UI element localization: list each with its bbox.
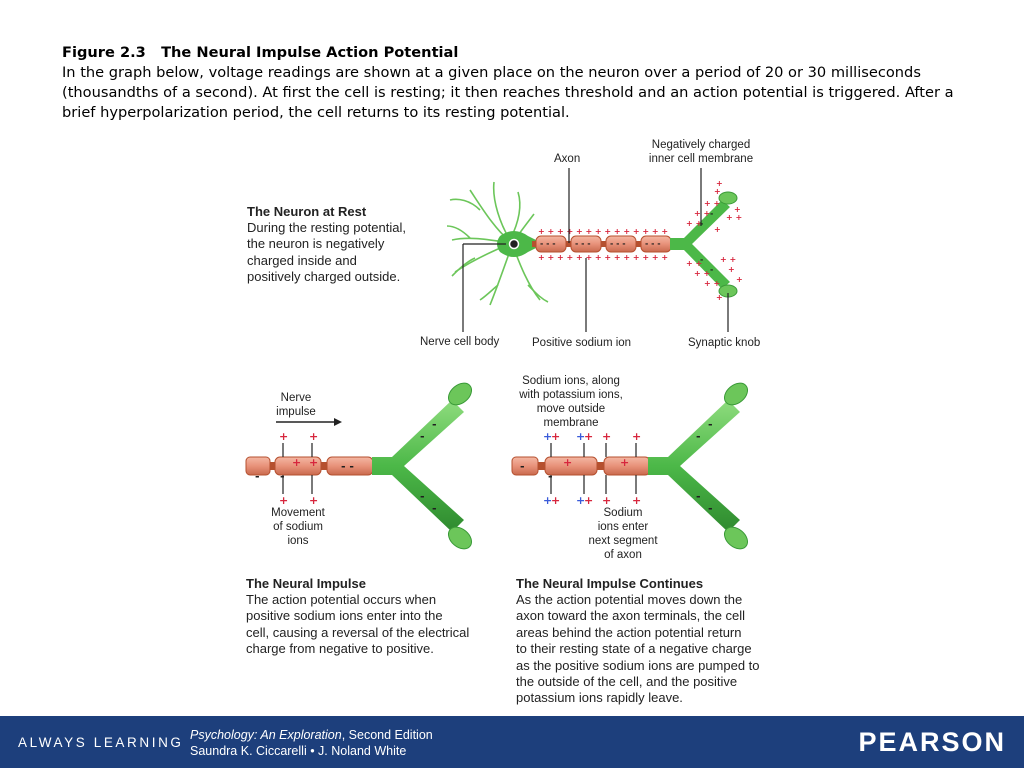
sodium-outside-label: Sodium ions, along with potassium ions, … <box>519 375 623 429</box>
impulse-continues-diagram: ++++ ++++ ++++ ++ ---- -- <box>511 382 749 550</box>
footer-bar: ALWAYS LEARNING Psychology: An Explorati… <box>0 716 1024 768</box>
svg-text:-: - <box>700 219 703 228</box>
impulse-panel-title: The Neural Impulse <box>246 576 366 591</box>
synaptic-knob-label: Synaptic knob <box>688 337 761 349</box>
svg-text:-: - <box>548 470 553 483</box>
svg-text:+: + <box>728 265 735 274</box>
svg-text:-: - <box>280 470 285 483</box>
sodium-ion-label: Positive sodium ion <box>532 337 632 349</box>
svg-text:+: + <box>714 187 721 196</box>
svg-text:+: + <box>716 293 723 302</box>
svg-text:-: - <box>696 430 701 443</box>
svg-text:+ +: + + <box>726 213 742 222</box>
movement-label: Movement of sodium ions <box>271 507 325 547</box>
svg-text:+: + <box>584 494 593 507</box>
svg-text:-: - <box>700 255 703 264</box>
svg-text:-: - <box>432 418 437 431</box>
resting-charges: + + + + + + + + + + + + + + + + + + + + … <box>538 179 743 302</box>
svg-text:+: + <box>736 275 743 284</box>
rest-panel-title: The Neuron at Rest <box>247 204 367 219</box>
figure-header: Figure 2.3 The Neural Impulse Action Pot… <box>62 43 962 123</box>
svg-text:+: + <box>576 430 585 443</box>
svg-text:+ +: + + <box>720 255 736 264</box>
membrane-label: Negatively charged inner cell membrane <box>648 139 754 165</box>
svg-text:- - -: - - - <box>645 239 661 248</box>
svg-text:+: + <box>734 205 741 214</box>
svg-text:+: + <box>309 456 318 469</box>
svg-text:+ +: + + <box>704 279 720 288</box>
svg-text:+: + <box>292 456 301 469</box>
svg-text:-: - <box>255 470 260 483</box>
sodium-enter-label: Sodium ions enter next segment of axon <box>588 507 658 561</box>
svg-text:-: - <box>696 490 701 503</box>
svg-text:+: + <box>551 494 560 507</box>
axon-label: Axon <box>554 153 581 165</box>
svg-text:-: - <box>420 430 425 443</box>
neural-impulse-diagram: ++++ ++ -- --- --- <box>245 382 473 550</box>
svg-text:- - -: - - - <box>540 239 556 248</box>
figure-description: In the graph below, voltage readings are… <box>62 64 954 121</box>
pointer-lines <box>462 168 729 332</box>
svg-text:-: - <box>432 502 437 515</box>
svg-text:+ +: + + <box>704 199 720 208</box>
book-authors: Saundra K. Ciccarelli • J. Noland White <box>190 744 407 758</box>
svg-text:-: - <box>420 490 425 503</box>
nerve-impulse-label: Nerve impulse <box>276 392 316 418</box>
svg-text:+: + <box>602 430 611 443</box>
svg-text:-: - <box>708 418 713 431</box>
svg-text:+: + <box>584 430 593 443</box>
svg-text:+ +: + + <box>694 209 710 218</box>
svg-text:-: - <box>710 209 713 218</box>
rest-panel-text: During the resting potential, the neuron… <box>247 220 406 285</box>
svg-text:-: - <box>708 502 713 515</box>
svg-text:+: + <box>279 430 288 443</box>
svg-text:+: + <box>632 494 641 507</box>
book-title: Psychology: An Exploration <box>190 728 342 742</box>
svg-text:+: + <box>279 494 288 507</box>
continues-panel-title: The Neural Impulse Continues <box>516 576 704 591</box>
svg-text:+: + <box>716 179 723 188</box>
svg-text:+: + <box>543 430 552 443</box>
cell-body-label: Nerve cell body <box>420 336 500 348</box>
svg-text:+: + <box>620 456 629 469</box>
footer-book-info: Psychology: An Exploration, Second Editi… <box>190 727 433 759</box>
nucleus <box>508 238 520 250</box>
book-edition: , Second Edition <box>341 728 433 742</box>
svg-text:+: + <box>563 456 572 469</box>
publisher-logo: PEARSON <box>858 727 1006 757</box>
svg-text:-: - <box>710 265 713 274</box>
svg-text:+: + <box>309 494 318 507</box>
impulse-panel-text: The action potential occurs when positiv… <box>246 592 470 657</box>
svg-text:+: + <box>309 430 318 443</box>
svg-text:- - -: - - - <box>575 239 591 248</box>
svg-text:+ +: + + <box>686 219 702 228</box>
svg-text:+ +: + + <box>694 269 710 278</box>
svg-text:+: + <box>551 430 560 443</box>
svg-text:- -: - - <box>341 460 354 473</box>
continues-panel-text: As the action potential moves down the a… <box>516 592 760 706</box>
svg-text:+: + <box>602 494 611 507</box>
svg-text:+: + <box>543 494 552 507</box>
svg-text:+ +: + + <box>686 259 702 268</box>
svg-text:+: + <box>632 430 641 443</box>
svg-text:+ + + + + + + + + + + + +: + + + + + + + + + + + + + + <box>538 253 668 262</box>
svg-text:+: + <box>576 494 585 507</box>
neuron-diagram: + + + + + + + + + + + + + + + + + + + + … <box>245 168 749 550</box>
axon <box>532 235 678 253</box>
svg-text:+: + <box>714 225 721 234</box>
figure-title: Figure 2.3 The Neural Impulse Action Pot… <box>62 44 459 61</box>
svg-text:-: - <box>520 460 525 473</box>
svg-text:- - -: - - - <box>610 239 626 248</box>
footer-tagline: ALWAYS LEARNING <box>18 735 184 750</box>
neuron-at-rest: + + + + + + + + + + + + + + + + + + + + … <box>446 168 743 332</box>
svg-text:+ + + + + + + + + + + + +: + + + + + + + + + + + + + + <box>538 227 668 236</box>
